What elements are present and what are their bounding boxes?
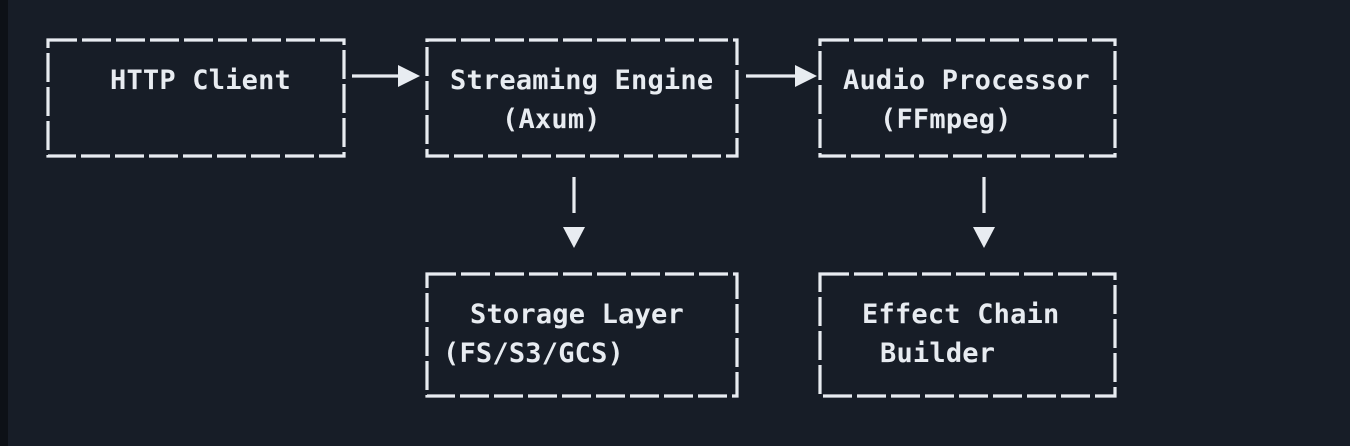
arrowhead-right-icon [398, 65, 420, 87]
node-label-storage-layer-line2: (FS/S3/GCS) [443, 338, 624, 369]
node-streaming-engine: Streaming Engine (Axum) [425, 38, 739, 158]
node-label-effect-chain-builder-line2: Builder [880, 338, 995, 369]
node-label-effect-chain-builder-line1: Effect Chain [862, 299, 1059, 330]
arrowhead-down-icon [563, 227, 585, 248]
arrowhead-right-icon [795, 65, 817, 87]
page-edge-strip [0, 0, 8, 446]
node-box-storage-layer [425, 272, 739, 398]
node-box-streaming-engine [425, 38, 739, 158]
node-label-storage-layer-line1: Storage Layer [470, 299, 684, 330]
node-box-http-client [46, 38, 346, 158]
node-http-client: HTTP Client [46, 38, 346, 158]
node-label-streaming-engine-line2: (Axum) [502, 104, 601, 135]
arrow-client-to-engine [352, 65, 420, 87]
arrow-engine-to-processor [746, 65, 817, 87]
node-effect-chain-builder: Effect Chain Builder [818, 272, 1117, 398]
node-label-http-client: HTTP Client [110, 65, 291, 96]
arrowhead-down-icon [973, 227, 995, 248]
arrow-processor-to-effects [973, 177, 995, 248]
node-label-streaming-engine-line1: Streaming Engine [450, 65, 713, 96]
node-label-audio-processor-line1: Audio Processor [843, 65, 1090, 96]
node-box-effect-chain-builder [818, 272, 1117, 398]
arrow-engine-to-storage [563, 177, 585, 248]
node-storage-layer: Storage Layer (FS/S3/GCS) [425, 272, 739, 398]
node-label-audio-processor-line2: (FFmpeg) [880, 104, 1012, 135]
node-audio-processor: Audio Processor (FFmpeg) [818, 38, 1117, 158]
node-box-audio-processor [818, 38, 1117, 158]
